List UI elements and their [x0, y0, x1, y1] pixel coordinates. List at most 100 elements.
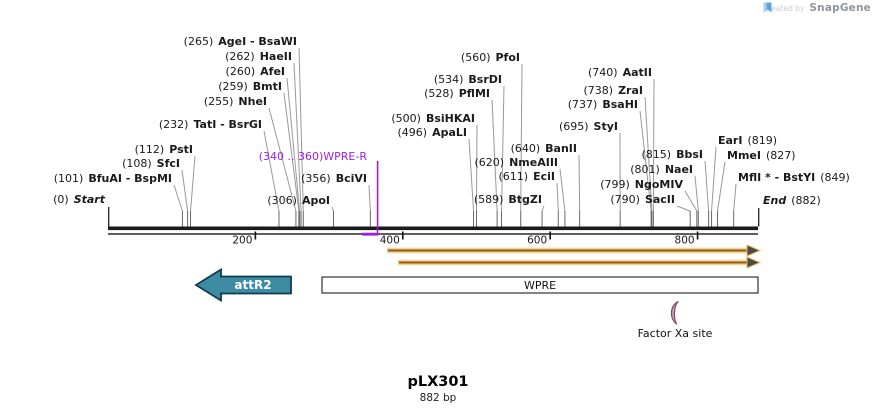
enzyme-name: Start: [73, 193, 105, 206]
enzyme-name: MflI * - BstYI: [738, 171, 816, 184]
orange-region-arrow-2[interactable]: [398, 256, 762, 269]
primer-wpre-r-label[interactable]: (340 .. 360)WPRE-R: [259, 150, 367, 163]
site-position: (738): [583, 84, 614, 97]
site-label-tatibsrgi[interactable]: (232)TatI - BsrGI: [159, 118, 262, 131]
site-label-pfoi[interactable]: (560)PfoI: [461, 51, 520, 64]
site-label-end[interactable]: End (882): [763, 194, 821, 207]
site-label-bsahi[interactable]: (737)BsaHI: [568, 98, 638, 111]
site-position: (589): [473, 193, 504, 206]
snapgene-credit: Created by SnapGene: [763, 2, 871, 14]
leader-line-haeii: [293, 62, 302, 212]
orange-region-arrow-1[interactable]: [387, 244, 762, 257]
site-position: (611): [498, 170, 529, 183]
sequence-axis-top-line: [108, 226, 758, 231]
site-label-apoi[interactable]: (306)ApoI: [267, 194, 330, 207]
site-position: (255): [203, 95, 234, 108]
enzyme-name: PstI: [169, 143, 193, 156]
site-label-zrai[interactable]: (738)ZraI: [583, 84, 643, 97]
wpre-feature-box[interactable]: [321, 276, 759, 294]
plasmid-title: pLX301: [407, 374, 469, 390]
site-position: (740): [588, 66, 618, 79]
site-position: (259): [218, 80, 248, 93]
site-position: (799): [600, 178, 630, 191]
site-label-psti[interactable]: (112)PstI: [135, 143, 193, 156]
site-position: (849): [820, 171, 850, 184]
site-label-ngomiv[interactable]: (799)NgoMIV: [600, 178, 683, 191]
leader-line-apoi: [331, 206, 334, 212]
leader-line-naei: [694, 175, 699, 212]
site-label-start[interactable]: (0) Start: [53, 193, 105, 206]
site-label-styi[interactable]: (695)StyI: [559, 120, 618, 133]
site-label-aatii[interactable]: (740)AatII: [588, 66, 652, 79]
site-label-naei[interactable]: (801)NaeI: [630, 163, 693, 176]
attr2-label[interactable]: attR2: [234, 278, 272, 292]
site-position: (108): [122, 157, 152, 170]
site-position: (640): [510, 142, 541, 155]
site-position: (819): [747, 134, 778, 147]
leader-line-afei: [286, 77, 301, 212]
site-label-mflibstyi[interactable]: MflI * - BstYI (849): [738, 171, 850, 184]
leader-line-ecii: [556, 182, 559, 212]
site-label-eari[interactable]: EarI(819): [718, 134, 777, 147]
primer-name: WPRE-R: [323, 150, 367, 163]
enzyme-name: BtgZI: [508, 193, 542, 206]
site-label-banii[interactable]: (640)BanII: [511, 142, 577, 155]
enzyme-name: BciVI: [335, 172, 367, 185]
enzyme-name: BbsI: [676, 148, 703, 161]
site-position: (815): [641, 148, 672, 161]
enzyme-name: BmtI: [252, 80, 282, 93]
site-label-sfci[interactable]: (108)SfcI: [122, 157, 180, 170]
site-label-bsrdi[interactable]: (534)BsrDI: [434, 73, 502, 86]
site-position: (356): [301, 172, 331, 185]
enzyme-name: EciI: [533, 170, 555, 183]
site-label-bmti[interactable]: (259) BmtI: [218, 80, 282, 93]
site-label-ecii[interactable]: (611) EciI: [499, 170, 556, 183]
enzyme-name: NmeAIII: [509, 156, 558, 169]
enzyme-name: BsaHI: [602, 98, 638, 111]
snapgene-logo-icon: [763, 2, 772, 13]
enzyme-name: End: [763, 194, 787, 207]
plasmid-length: 882 bp: [419, 392, 457, 404]
site-label-afei[interactable]: (260)AfeI: [226, 65, 285, 78]
site-label-nhei[interactable]: (255) NheI: [204, 95, 267, 108]
site-position: (0): [53, 193, 69, 206]
site-position: (496): [397, 126, 428, 139]
leader-line-bsahi: [639, 110, 652, 212]
site-label-pflmi[interactable]: (528)PflMI: [424, 87, 490, 100]
primer-range: (340 .. 360): [258, 150, 324, 163]
enzyme-name: NheI: [238, 95, 267, 108]
site-position: (560): [460, 51, 491, 64]
enzyme-name: ApaLI: [432, 126, 467, 139]
site-label-bcivi[interactable]: (356) BciVI: [301, 172, 367, 185]
wpre-label[interactable]: WPRE: [523, 279, 557, 292]
site-label-apali[interactable]: (496) ApaLI: [397, 126, 467, 139]
enzyme-name: AgeI - BsaWI: [218, 35, 297, 48]
enzyme-name: NaeI: [664, 163, 693, 176]
site-label-sacii[interactable]: (790)SacII: [610, 193, 675, 206]
attr2-feature-arrow[interactable]: [194, 267, 292, 303]
leader-line-tatibsrgi: [263, 130, 280, 212]
leader-line-bcivi: [368, 184, 371, 212]
enzyme-name: SacII: [644, 193, 675, 206]
factor-xa-site-marker[interactable]: [670, 300, 679, 325]
site-label-bfuaibspmi[interactable]: (101)BfuAI - BspMI: [54, 172, 172, 185]
site-position: (528): [424, 87, 454, 100]
site-label-mmei[interactable]: MmeI (827): [727, 149, 796, 162]
site-label-nmeaiii[interactable]: (620)NmeAIII: [474, 156, 558, 169]
snapgene-brand-text: SnapGene: [809, 2, 871, 14]
enzyme-name: MmeI: [727, 149, 761, 162]
leader-line-eari: [711, 146, 717, 212]
site-position: (882): [791, 194, 821, 207]
site-position: (827): [765, 149, 796, 162]
site-label-haeii[interactable]: (262)HaeII: [225, 50, 292, 63]
site-label-bbsi[interactable]: (815) BbsI: [642, 148, 704, 161]
site-label-bsihkai[interactable]: (500)BsiHKAI: [391, 112, 475, 125]
sequence-axis-bottom-line: [108, 233, 758, 235]
site-label-ageibsawi[interactable]: (265)AgeI - BsaWI: [184, 35, 297, 48]
leader-line-zrai: [644, 96, 653, 212]
enzyme-name: StyI: [593, 120, 618, 133]
site-label-btgzi[interactable]: (589) BtgZI: [474, 193, 542, 206]
leader-line-sacii: [676, 205, 691, 212]
